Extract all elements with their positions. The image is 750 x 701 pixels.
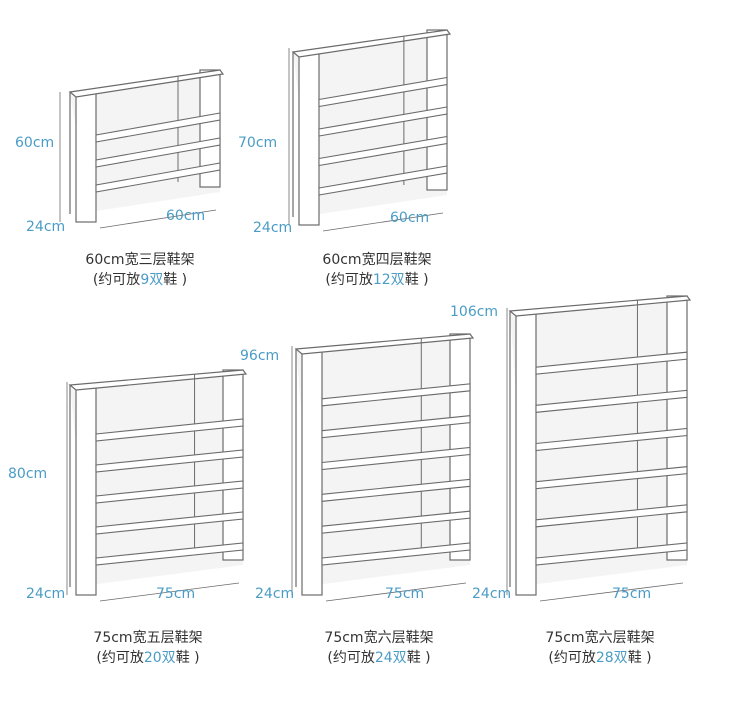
rack4-cap-num: 24双 (374, 650, 407, 666)
rack4-capacity: (约可放24双鞋 ) (309, 648, 449, 668)
rack2-cap-num: 12双 (372, 272, 405, 288)
rack4-width-dim-line (325, 582, 467, 602)
rack5-left-post (515, 310, 537, 596)
rack1-cap-pre: (约可放 (92, 272, 141, 288)
rack1-shelf-2 (95, 137, 221, 168)
rack4-shelf-6 (321, 542, 471, 566)
rack2-height-label: 70cm (238, 135, 278, 151)
rack5-capacity: (约可放28双鞋 ) (530, 648, 670, 668)
rack3-top-board (68, 369, 248, 391)
rack1-shelf-1 (95, 112, 221, 143)
rack1-height-label: 60cm (15, 135, 55, 151)
rack5-cap-num: 28双 (595, 650, 628, 666)
rack5-shelf-2 (535, 389, 688, 413)
rack1-left-post (75, 91, 97, 223)
rack4-cap-post: 鞋 ) (406, 650, 431, 666)
rack3-shelf-5 (95, 542, 244, 566)
rack2-shelf-3 (318, 135, 448, 167)
rack5-caption: 75cm宽六层鞋架 (约可放28双鞋 ) (530, 628, 670, 668)
rack1-cap-num: 9双 (140, 272, 164, 288)
rack3-cap-pre: (约可放 (96, 650, 144, 666)
rack5-shelf-4 (535, 466, 688, 490)
rack2-caption: 60cm宽四层鞋架 (约可放12双鞋 ) (307, 250, 447, 290)
rack4-cap-pre: (约可放 (327, 650, 375, 666)
rack1-title: 60cm宽三层鞋架 (85, 252, 195, 268)
rack3-shelf-1 (95, 418, 244, 442)
rack4-left-post (301, 348, 323, 596)
rack2-title: 60cm宽四层鞋架 (322, 252, 432, 268)
rack1-width-dim-line (99, 209, 217, 229)
rack5-shelf-6 (535, 542, 688, 566)
rack2-depth-label: 24cm (253, 220, 293, 236)
rack2-left-post (298, 51, 320, 226)
rack3-height-label: 80cm (8, 466, 48, 482)
rack3-shelf-3 (95, 480, 244, 504)
rack3-width-dim-line (99, 582, 240, 602)
rack5-cap-pre: (约可放 (548, 650, 596, 666)
rack3-shelf-4 (95, 511, 244, 535)
rack2-shelf-1 (318, 76, 448, 108)
rack5-width-label: 75cm (612, 586, 652, 602)
rack3-capacity: (约可放20双鞋 ) (78, 648, 218, 668)
rack1-caption: 60cm宽三层鞋架 (约可放9双鞋 ) (75, 250, 205, 290)
rack5-top-board (508, 295, 692, 317)
rack4-shelf-3 (321, 446, 471, 471)
rack3-title: 75cm宽五层鞋架 (93, 630, 203, 646)
rack4-shelf-4 (321, 478, 471, 502)
rack5-shelf-3 (535, 427, 688, 452)
rack1-top-board (68, 69, 225, 98)
rack4-top-board (294, 333, 475, 355)
rack2-top-board (291, 29, 452, 58)
rack4-shelf-2 (321, 415, 471, 439)
rack1-depth-label: 24cm (26, 219, 66, 235)
rack3-width-label: 75cm (156, 586, 196, 602)
rack4-shelf-5 (321, 510, 471, 534)
rack5-right-post (666, 295, 688, 561)
rack5-shelf-1 (535, 351, 688, 375)
rack2-cap-pre: (约可放 (325, 272, 373, 288)
rack3-cap-post: 鞋 ) (175, 650, 200, 666)
rack2-capacity: (约可放12双鞋 ) (307, 270, 447, 290)
rack4-caption: 75cm宽六层鞋架 (约可放24双鞋 ) (309, 628, 449, 668)
rack4-title: 75cm宽六层鞋架 (324, 630, 434, 646)
rack1-cap-post: 鞋 ) (163, 272, 188, 288)
rack5-shelf-5 (535, 504, 688, 528)
rack5-cap-post: 鞋 ) (627, 650, 652, 666)
rack2-cap-post: 鞋 ) (404, 272, 429, 288)
rack5-depth-label: 24cm (472, 586, 512, 602)
rack5-height-label: 106cm (450, 304, 499, 320)
rack4-right-post (449, 333, 471, 561)
rack1-width-label: 60cm (166, 208, 206, 224)
rack2-width-dim-line (322, 212, 444, 232)
rack5-title: 75cm宽六层鞋架 (545, 630, 655, 646)
rack1-capacity: (约可放9双鞋 ) (75, 270, 205, 290)
rack2-width-label: 60cm (390, 210, 430, 226)
rack1-shelf-3 (95, 162, 221, 193)
rack3-depth-label: 24cm (26, 586, 66, 602)
rack2-shelf-2 (318, 106, 448, 137)
rack4-width-label: 75cm (385, 586, 425, 602)
rack3-cap-num: 20双 (143, 650, 176, 666)
rack1-right-post (199, 69, 221, 188)
rack5-width-dim-line (539, 582, 684, 602)
rack3-right-post (222, 369, 244, 561)
rack2-shelf-4 (318, 165, 448, 196)
rack3-caption: 75cm宽五层鞋架 (约可放20双鞋 ) (78, 628, 218, 668)
rack4-height-label: 96cm (240, 348, 280, 364)
rack3-left-post (75, 384, 97, 596)
rack4-depth-label: 24cm (255, 586, 295, 602)
rack4-shelf-1 (321, 383, 471, 407)
rack3-shelf-2 (95, 449, 244, 473)
